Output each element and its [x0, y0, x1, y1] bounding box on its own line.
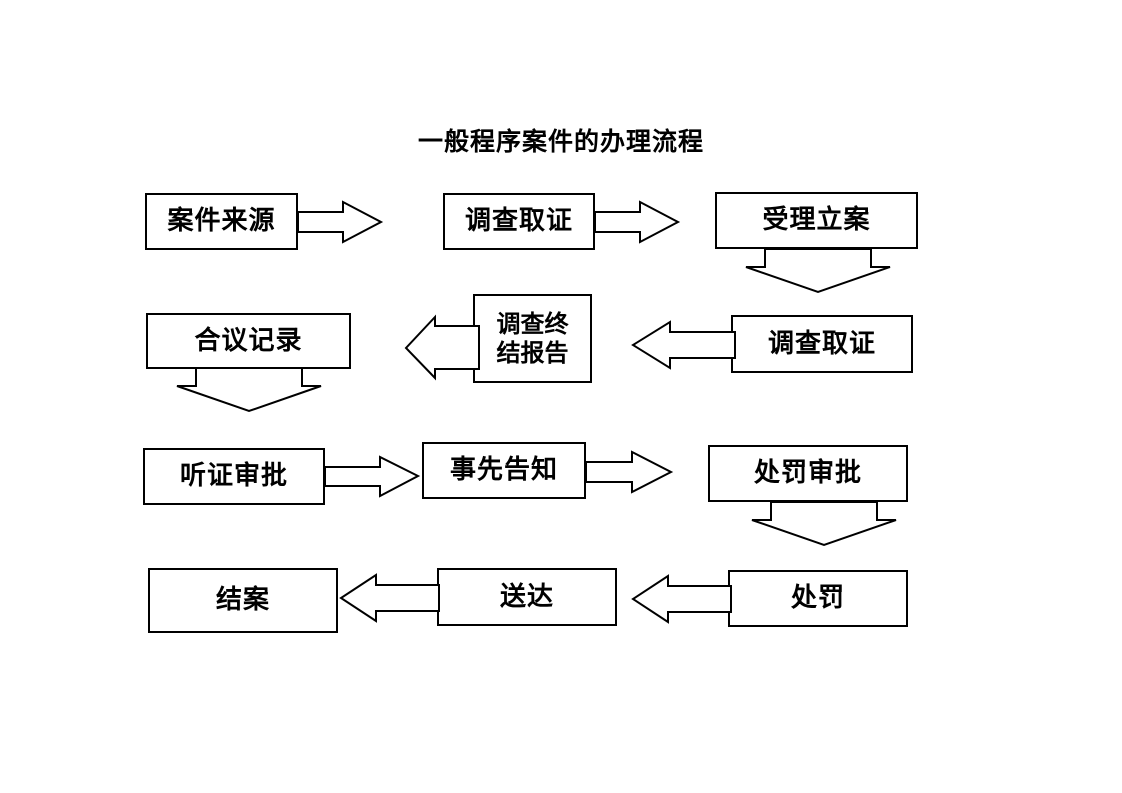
node-penalty[interactable]: 处罚 — [728, 570, 908, 627]
arrow-right-investigate-to-accept-case — [594, 200, 681, 244]
arrow-left-investigate-to-report — [631, 320, 736, 370]
node-investigation-evidence-1[interactable]: 调查取证 — [443, 193, 595, 250]
node-accept-case[interactable]: 受理立案 — [715, 192, 918, 249]
node-service-delivery[interactable]: 送达 — [437, 568, 617, 626]
node-prior-notice[interactable]: 事先告知 — [422, 442, 586, 499]
arrow-left-penalty-to-service-delivery — [631, 574, 732, 624]
arrow-down-accept-case-to-investigate — [745, 248, 891, 294]
node-hearing-approval[interactable]: 听证审批 — [143, 448, 325, 505]
node-investigation-evidence-2[interactable]: 调查取证 — [731, 315, 913, 373]
node-collegial-record[interactable]: 合议记录 — [146, 313, 351, 369]
arrow-down-collegial-record-to-hearing-approval — [176, 367, 322, 413]
arrow-right-case-source-to-investigate — [297, 200, 384, 244]
node-penalty-approval[interactable]: 处罚审批 — [708, 445, 908, 502]
node-case-source[interactable]: 案件来源 — [145, 193, 298, 250]
node-investigation-conclusion-report[interactable]: 调查终 结报告 — [473, 294, 592, 383]
arrow-down-penalty-approval-to-penalty — [751, 501, 897, 547]
node-case-closed[interactable]: 结案 — [148, 568, 338, 633]
page-title: 一般程序案件的办理流程 — [417, 127, 704, 156]
arrow-right-prior-notice-to-penalty-approval — [585, 450, 674, 494]
arrow-left-service-delivery-to-case-closed — [339, 573, 440, 623]
arrow-right-hearing-approval-to-prior-notice — [324, 455, 421, 498]
arrow-left-report-to-collegial-record — [404, 314, 480, 381]
